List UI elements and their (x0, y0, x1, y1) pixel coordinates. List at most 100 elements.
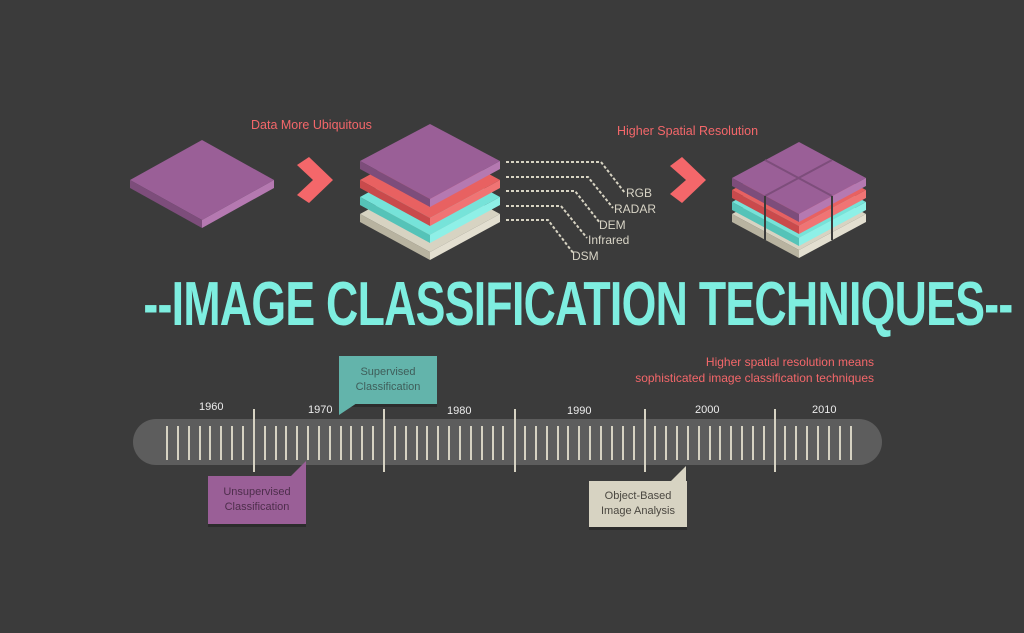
chevron-right-icon (670, 157, 706, 203)
layer-label-infrared: Infrared (588, 233, 630, 247)
chevron-right-icon (297, 157, 333, 203)
callout-pointer (670, 466, 686, 482)
minor-tick (741, 426, 743, 460)
layer-label-rgb: RGB (626, 186, 653, 200)
minor-tick (611, 426, 613, 460)
minor-tick (177, 426, 179, 460)
minor-tick (340, 426, 342, 460)
minor-tick (372, 426, 374, 460)
minor-tick (394, 426, 396, 460)
caption-data-ubiquitous: Data More Ubiquitous (251, 118, 372, 132)
minor-tick (633, 426, 635, 460)
minor-tick (481, 426, 483, 460)
major-tick (253, 409, 255, 472)
layer-label-dsm: DSM (572, 249, 599, 263)
minor-tick (828, 426, 830, 460)
minor-tick (839, 426, 841, 460)
minor-tick (698, 426, 700, 460)
minor-tick (784, 426, 786, 460)
minor-tick (470, 426, 472, 460)
minor-tick (448, 426, 450, 460)
note-line-1: Higher spatial resolution means (705, 355, 874, 369)
minor-tick (426, 426, 428, 460)
minor-tick (535, 426, 537, 460)
minor-tick (231, 426, 233, 460)
resolution-note: Higher spatial resolution means sophisti… (635, 354, 874, 386)
note-line-2: sophisticated image classification techn… (635, 371, 874, 385)
minor-tick (492, 426, 494, 460)
callout-pointer (339, 403, 357, 415)
minor-tick (166, 426, 168, 460)
minor-tick (557, 426, 559, 460)
minor-tick (285, 426, 287, 460)
layer-label-radar: RADAR (614, 202, 657, 216)
minor-tick (524, 426, 526, 460)
major-tick (514, 409, 516, 472)
minor-tick (546, 426, 548, 460)
callout-unsupervised-classification: Unsupervised Classification (208, 476, 306, 524)
minor-tick (275, 426, 277, 460)
callout-line: Supervised (360, 366, 416, 378)
minor-tick (578, 426, 580, 460)
minor-tick (296, 426, 298, 460)
minor-tick (307, 426, 309, 460)
grid-stack-icon (732, 142, 866, 258)
major-tick (774, 409, 776, 472)
year-label-2010: 2010 (812, 404, 837, 416)
minor-tick (665, 426, 667, 460)
minor-tick (687, 426, 689, 460)
minor-tick (763, 426, 765, 460)
minor-tick (730, 426, 732, 460)
timeline-bar (133, 419, 882, 465)
minor-tick (188, 426, 190, 460)
minor-tick (589, 426, 591, 460)
minor-tick (329, 426, 331, 460)
year-label-1990: 1990 (567, 405, 592, 417)
minor-tick (752, 426, 754, 460)
minor-tick (654, 426, 656, 460)
year-label-2000: 2000 (695, 404, 720, 416)
minor-tick (361, 426, 363, 460)
minor-tick (817, 426, 819, 460)
callout-pointer (290, 461, 306, 477)
minor-tick (676, 426, 678, 460)
minor-tick (795, 426, 797, 460)
minor-tick (220, 426, 222, 460)
callout-line: Object-Based (604, 490, 672, 502)
callout-line: Image Analysis (601, 505, 675, 517)
minor-tick (600, 426, 602, 460)
year-label-1970: 1970 (308, 404, 333, 416)
minor-tick (209, 426, 211, 460)
callout-line: Unsupervised (223, 486, 291, 498)
minor-tick (242, 426, 244, 460)
minor-tick (502, 426, 504, 460)
minor-tick (719, 426, 721, 460)
single-data-tile (130, 124, 866, 260)
page-title: --IMAGE CLASSIFICATION TECHNIQUES-- (143, 270, 1013, 339)
minor-tick (459, 426, 461, 460)
minor-tick (416, 426, 418, 460)
major-tick (383, 409, 385, 472)
callout-object-based-image-analysis: Object-Based Image Analysis (589, 481, 687, 527)
minor-tick (199, 426, 201, 460)
layer-stack-icon (360, 124, 500, 260)
layer-leader-lines (506, 161, 626, 255)
caption-spatial-resolution: Higher Spatial Resolution (617, 124, 759, 138)
minor-tick (405, 426, 407, 460)
minor-tick (437, 426, 439, 460)
callout-line: Classification (224, 501, 290, 513)
major-tick (644, 409, 646, 472)
callout-line: Classification (355, 381, 421, 393)
minor-tick (806, 426, 808, 460)
minor-tick (622, 426, 624, 460)
year-label-1980: 1980 (447, 405, 472, 417)
layer-label-dem: DEM (599, 218, 626, 232)
minor-tick (350, 426, 352, 460)
minor-tick (318, 426, 320, 460)
year-label-1960: 1960 (199, 401, 224, 413)
minor-tick (850, 426, 852, 460)
single-slab-icon (130, 140, 274, 228)
minor-tick (709, 426, 711, 460)
minor-tick (567, 426, 569, 460)
minor-tick (264, 426, 266, 460)
